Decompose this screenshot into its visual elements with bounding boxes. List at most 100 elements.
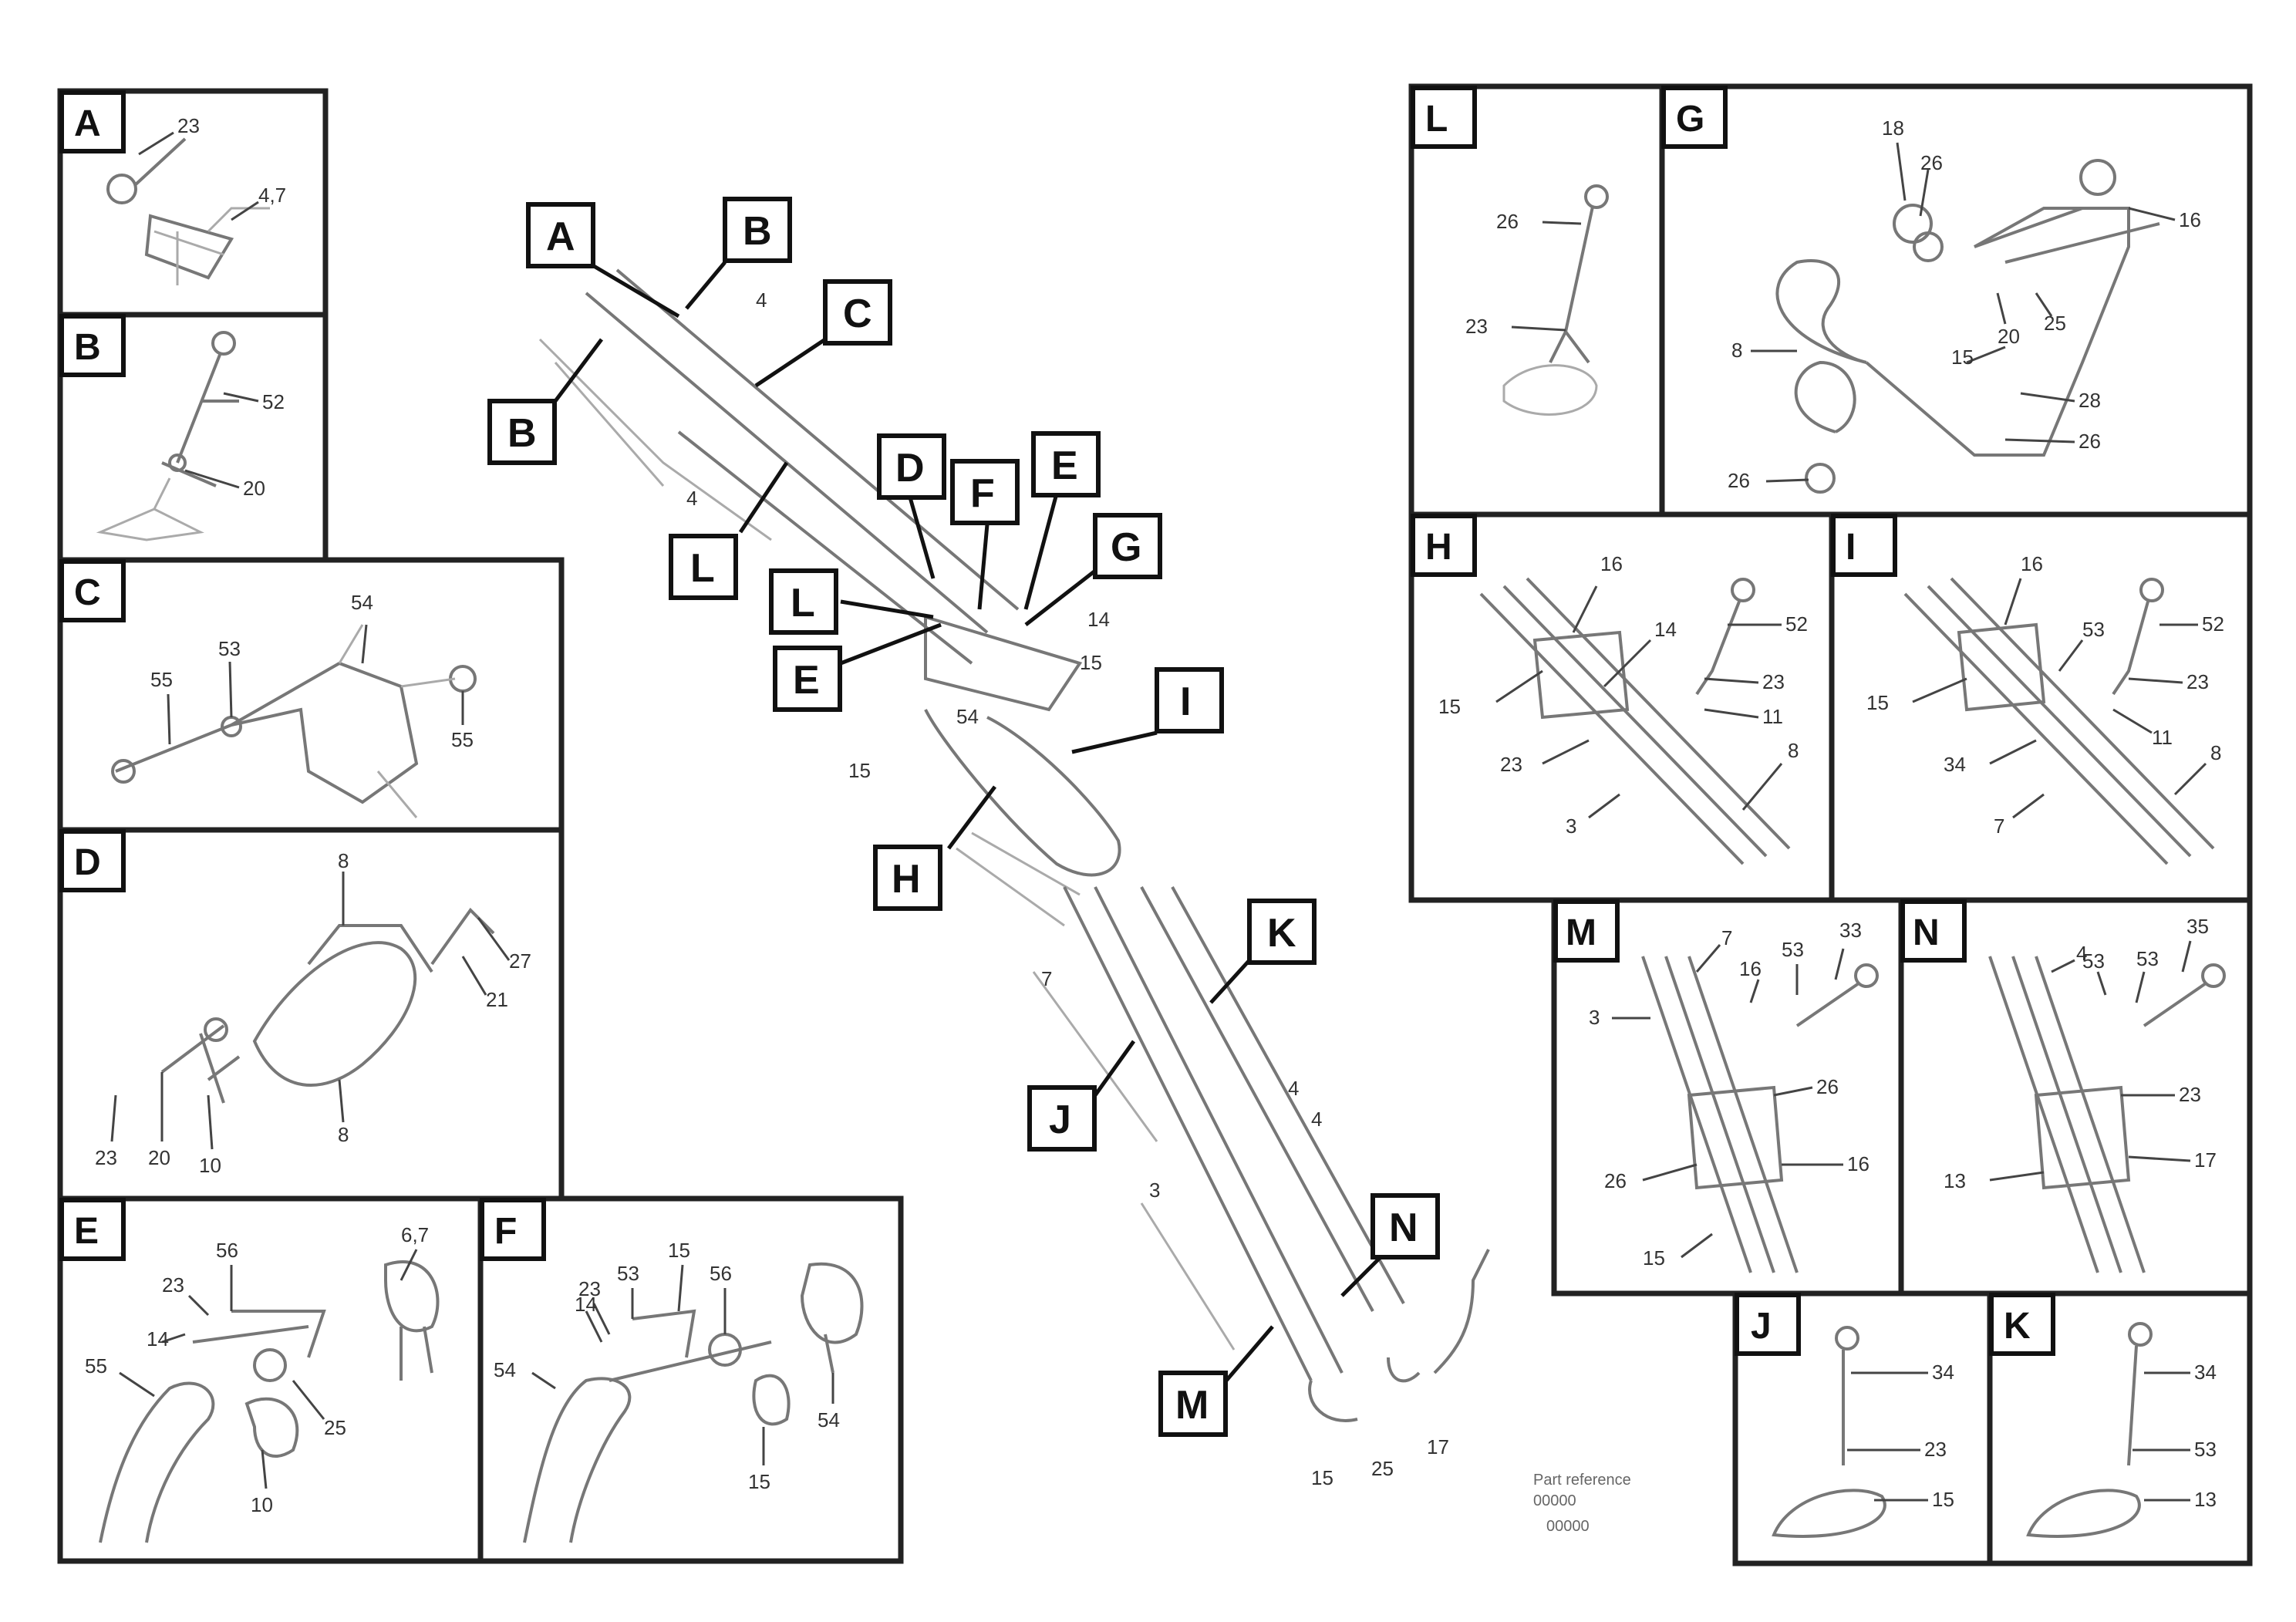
num-h-1: 14 — [1654, 618, 1677, 641]
num-i-7: 8 — [2210, 741, 2221, 764]
num-m-2: 33 — [1839, 919, 1862, 942]
num-e-4: 14 — [147, 1327, 169, 1351]
svg-text:F: F — [970, 471, 995, 516]
detail-panel-i: I 16 53 52 23 15 11 34 8 7 — [1829, 511, 2253, 903]
num-m-0: 7 — [1721, 926, 1732, 949]
detail-panel-m: M 7 16 33 53 3 26 26 16 15 — [1551, 897, 1904, 1297]
num-f-2: 56 — [710, 1262, 732, 1285]
reference-line-1: Part reference — [1533, 1472, 1631, 1489]
num-h-4: 23 — [1762, 670, 1785, 693]
svg-text:K: K — [1267, 911, 1296, 956]
num-b-1: 20 — [243, 477, 265, 500]
overview-num-1: 4 — [686, 487, 697, 510]
svg-text:D: D — [895, 446, 925, 491]
reference-code: 00000 — [1546, 1518, 1590, 1535]
detail-tag-i: I — [1846, 527, 1856, 568]
num-n-3: 53 — [2136, 947, 2159, 970]
num-h-0: 16 — [1600, 552, 1623, 575]
drawing-reference: Part reference 00000 00000 — [1533, 1472, 1631, 1535]
num-j-0: 34 — [1932, 1361, 1954, 1384]
detail-tag-f: F — [494, 1211, 517, 1252]
svg-text:J: J — [1049, 1098, 1071, 1142]
detail-tag-k: K — [2004, 1306, 2031, 1347]
detail-tag-e: E — [74, 1211, 99, 1252]
num-e-2: 23 — [162, 1273, 184, 1297]
num-f-4: 54 — [494, 1358, 516, 1381]
svg-text:A: A — [546, 214, 575, 259]
svg-text:M: M — [1175, 1383, 1209, 1428]
overview-num-11: 25 — [1371, 1457, 1394, 1480]
svg-text:G: G — [1111, 525, 1141, 570]
overview-num-10: 15 — [1311, 1466, 1333, 1489]
num-g-0: 18 — [1882, 116, 1904, 140]
callout-a: A — [526, 202, 680, 319]
num-d-6: 10 — [199, 1154, 221, 1177]
callout-k: K — [1209, 899, 1317, 1004]
num-i-1: 53 — [2082, 618, 2105, 641]
num-c-1: 53 — [218, 637, 241, 660]
num-m-3: 53 — [1782, 938, 1804, 961]
num-i-5: 11 — [2152, 726, 2173, 749]
callout-h: H — [873, 785, 996, 911]
callout-n: N — [1340, 1193, 1440, 1297]
num-k-2: 13 — [2194, 1488, 2217, 1511]
callout-g: G — [1024, 513, 1162, 626]
detail-tag-g: G — [1676, 99, 1704, 140]
num-g-3: 8 — [1731, 339, 1742, 362]
num-j-1: 23 — [1924, 1438, 1947, 1461]
num-c-3: 55 — [451, 728, 474, 751]
num-m-6: 26 — [1604, 1169, 1627, 1192]
num-i-6: 34 — [1944, 753, 1966, 776]
callout-j: J — [1027, 1040, 1136, 1152]
num-k-0: 34 — [2194, 1361, 2217, 1384]
overview-num-7: 4 — [1288, 1077, 1299, 1100]
num-d-1: 27 — [509, 949, 531, 973]
num-h-7: 8 — [1788, 739, 1799, 762]
detail-panel-h: H 16 14 52 15 23 11 23 8 3 — [1408, 511, 1835, 903]
detail-tag-a: A — [74, 103, 101, 144]
callout-e-mid: E — [773, 622, 942, 712]
num-i-0: 16 — [2021, 552, 2043, 575]
num-f-1: 15 — [668, 1239, 690, 1262]
num-g-6: 15 — [1951, 346, 1974, 369]
num-n-4: 23 — [2179, 1083, 2201, 1106]
detail-panel-j: J 34 23 15 — [1732, 1290, 1993, 1566]
num-i-3: 23 — [2186, 670, 2209, 693]
num-c-0: 54 — [351, 591, 373, 614]
overview-num-5: 15 — [848, 759, 871, 782]
overview-num-8: 4 — [1311, 1108, 1322, 1131]
detail-tag-m: M — [1566, 912, 1596, 953]
num-h-6: 23 — [1500, 753, 1522, 776]
num-e-3: 6,7 — [401, 1223, 429, 1246]
num-l-0: 26 — [1496, 210, 1519, 233]
num-m-8: 15 — [1643, 1246, 1665, 1270]
num-e-6: 10 — [251, 1493, 273, 1516]
num-k-1: 53 — [2194, 1438, 2217, 1461]
num-n-2: 35 — [2186, 915, 2209, 938]
detail-panel-f: F 53 15 56 23 54 14 54 15 — [477, 1195, 904, 1564]
num-g-2: 16 — [2179, 208, 2201, 231]
detail-tag-d: D — [74, 842, 101, 883]
detail-tag-j: J — [1751, 1306, 1772, 1347]
callout-b: B — [685, 197, 792, 310]
num-d-4: 23 — [95, 1146, 117, 1169]
num-g-9: 26 — [1728, 469, 1750, 492]
svg-text:C: C — [843, 292, 872, 336]
num-f-7: 15 — [748, 1470, 770, 1493]
detail-panel-d: D 8 27 21 8 23 20 10 — [57, 827, 565, 1202]
detail-tag-b: B — [74, 327, 101, 368]
num-l-1: 23 — [1465, 315, 1488, 338]
num-d-0: 8 — [338, 849, 349, 872]
num-n-1: 53 — [2082, 949, 2105, 973]
svg-text:L: L — [791, 581, 815, 626]
detail-panel-a: A 23 4,7 — [57, 88, 329, 318]
svg-text:I: I — [1180, 679, 1191, 724]
num-h-5: 11 — [1762, 705, 1783, 728]
overview-num-6: 7 — [1041, 967, 1052, 990]
detail-panel-g: G 18 26 16 8 20 25 15 28 26 26 — [1659, 83, 2253, 518]
num-i-4: 15 — [1866, 691, 1889, 714]
num-n-5: 13 — [1944, 1169, 1966, 1192]
svg-text:B: B — [507, 411, 537, 456]
callout-i: I — [1071, 667, 1224, 754]
svg-text:E: E — [793, 658, 820, 703]
